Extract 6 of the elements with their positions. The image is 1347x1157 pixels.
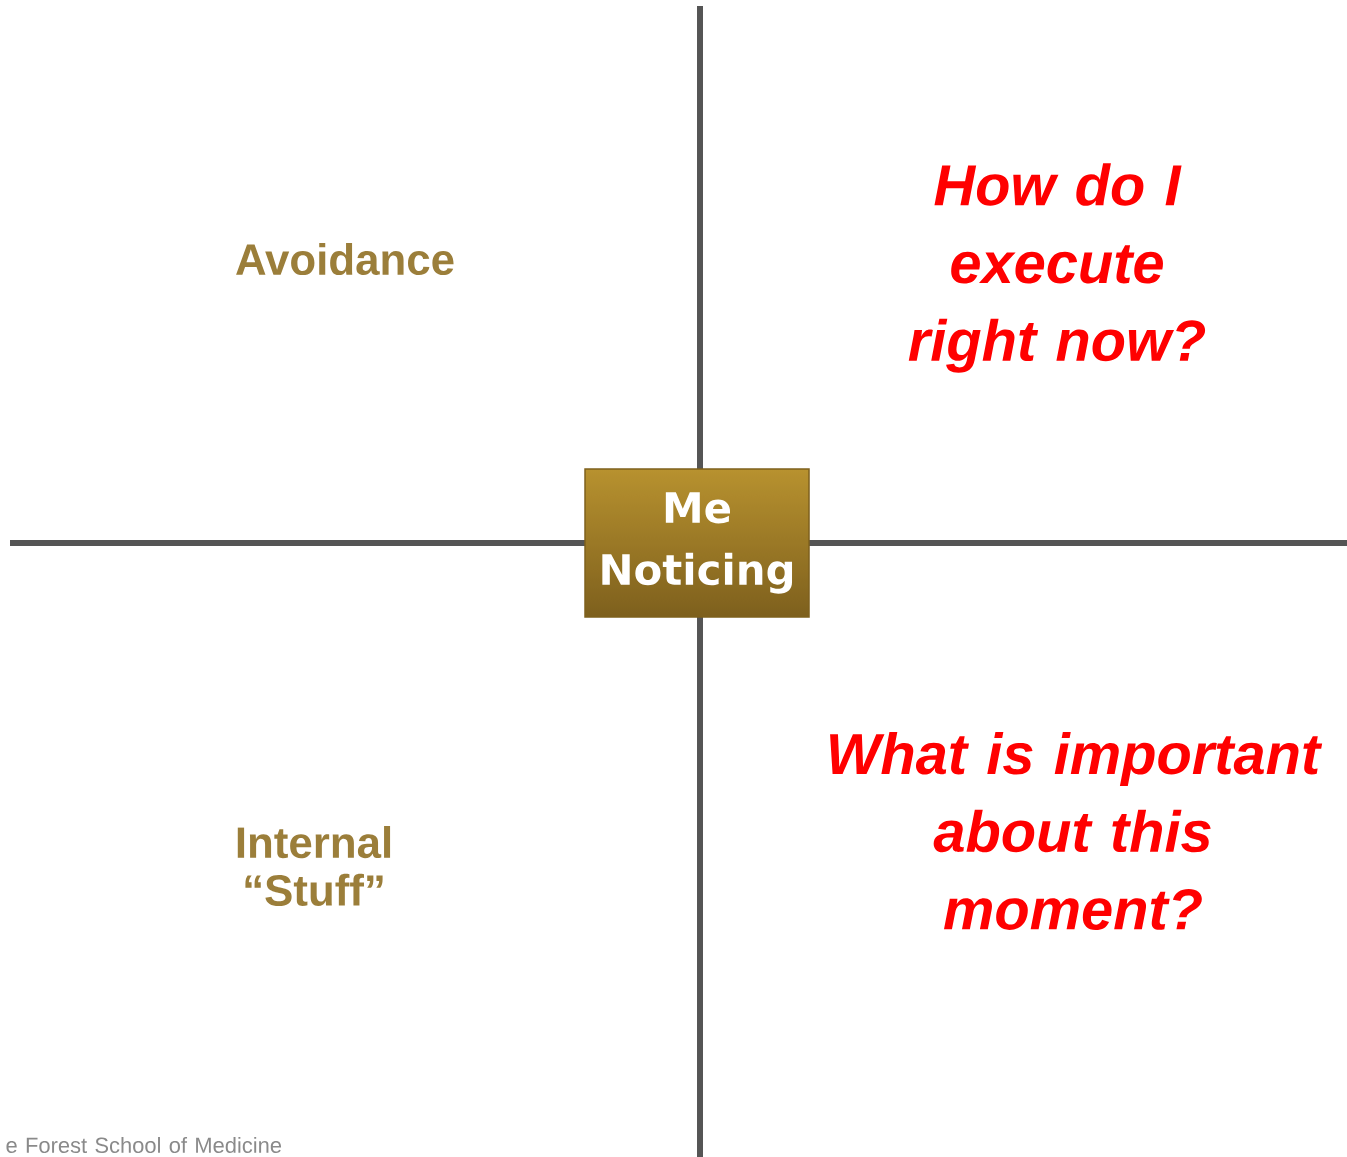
footer-text: e Forest School of Medicine: [6, 1136, 282, 1154]
label-box: Me Noticing: [584, 468, 810, 618]
quadrant-label: Internal “Stuff”: [237, 826, 391, 906]
quadrant-question: How do I execute right now?: [908, 163, 1206, 373]
quadrant-label: Avoidance: [236, 242, 454, 276]
quadrant-question: What is important about this moment?: [830, 732, 1323, 930]
